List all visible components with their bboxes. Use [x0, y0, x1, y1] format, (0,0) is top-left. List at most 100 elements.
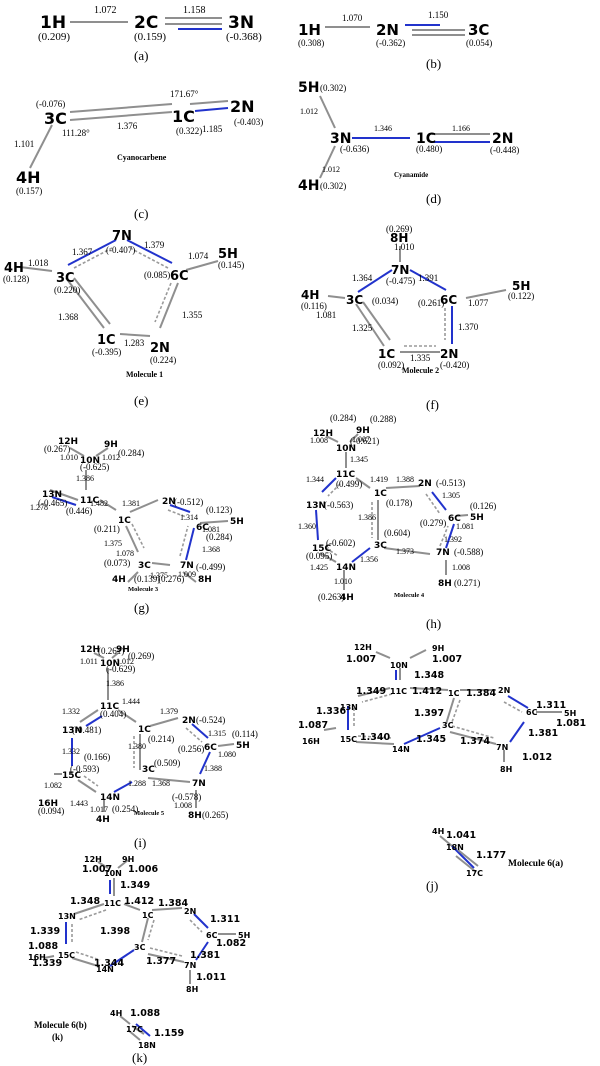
atom-17C: 17C — [466, 869, 483, 878]
charge-8H: (0.276) — [158, 574, 184, 584]
charge-4H: (0.254) — [112, 804, 138, 814]
atom-5H: 5H — [512, 279, 530, 293]
atom-5H: 5H — [564, 709, 576, 718]
bond-length-label: 1.391 — [418, 273, 438, 283]
bond-length-label: 1.332 — [62, 707, 80, 716]
bond-length-label: 1.368 — [152, 779, 170, 788]
atom-1C: 1C — [378, 347, 395, 361]
atom-9H: 9H — [122, 855, 134, 864]
bond-length-label: 1.388 — [396, 475, 414, 484]
bond-length-label: 1.346 — [374, 124, 392, 133]
charge-2C: (0.159) — [134, 31, 166, 43]
atom-4H: 4H — [340, 593, 354, 603]
atom-4H: 4H — [16, 168, 41, 187]
atom-8H: 8H — [188, 811, 202, 821]
charge-3C: (-0.076) — [36, 99, 65, 109]
atom-11C: 11C — [104, 899, 121, 908]
atom-14N: 14N — [100, 793, 120, 803]
atom-12H: 12H — [313, 429, 333, 439]
panel-caption: (g) — [134, 600, 149, 615]
bond-length-label: 1.082 — [44, 781, 62, 790]
charge-11C: (0.499) — [336, 479, 362, 489]
atom-6C: 6C — [170, 269, 189, 284]
atom-16H: 16H — [302, 737, 320, 746]
atom-3N: 3N — [228, 13, 254, 33]
charge-1H: (0.209) — [38, 31, 70, 43]
bond-length-label: 1.012 — [300, 107, 318, 116]
atom-13N: 13N — [62, 726, 82, 736]
atom-3N: 3N — [330, 131, 351, 147]
bond-length-label: 1.007 — [346, 654, 376, 665]
atom-9H: 9H — [432, 644, 444, 653]
charge-2N: (0.224) — [150, 355, 176, 365]
bond-length-label: 1.018 — [28, 258, 49, 268]
atom-7N: 7N — [391, 263, 409, 277]
atom-1C: 1C — [97, 333, 116, 348]
charge-14N: (-0.593) — [70, 764, 99, 774]
atom-8H: 8H — [186, 985, 198, 994]
bond-length-label: 1.375 — [104, 539, 122, 548]
atom-3C: 3C — [56, 271, 75, 286]
bond-length-label: 1.377 — [146, 956, 176, 967]
panel-a: 1H 2C 3N (0.209) (0.159) (-0.368) 1.072 … — [38, 5, 262, 63]
bond-length-label: 1.425 — [310, 563, 328, 572]
bond-length-label: 1.444 — [122, 697, 140, 706]
bond-length-label: 1.008 — [310, 436, 328, 445]
charge-7N: (-0.588) — [454, 547, 483, 557]
charge-4H: (0.157) — [16, 186, 42, 196]
bond-length-label: 1.166 — [452, 124, 470, 133]
bond-length-label: 1.012 — [116, 657, 134, 666]
bond-length-label: 1.375 — [150, 571, 168, 580]
charge-6C: (0.085) — [144, 270, 170, 280]
atom-4H: 4H — [112, 575, 126, 585]
atom-18N: 18N — [446, 843, 464, 852]
charge-2N: (-0.512) — [174, 497, 203, 507]
bond-length-label: 1.380 — [128, 742, 146, 751]
charge-8H: (0.271) — [454, 578, 480, 588]
atom-15C: 15C — [312, 544, 332, 554]
charge-3N: (-0.368) — [226, 31, 262, 43]
bond-length-label: 1.336 — [316, 706, 346, 717]
bond-length-label: 1.412 — [124, 896, 154, 907]
bond-length-label: 1.364 — [352, 273, 373, 283]
bond-length-label: 1.305 — [442, 491, 460, 500]
charge-2N: (-0.362) — [376, 38, 405, 48]
bond-length-label: 1.384 — [158, 898, 188, 909]
charge-5H: (0.123) — [206, 505, 232, 515]
atom-7N: 7N — [184, 961, 196, 970]
charge-5H: (0.302) — [320, 83, 346, 93]
atom-11C: 11C — [80, 496, 100, 506]
atom-6C: 6C — [206, 931, 218, 940]
atom-2C: 2C — [134, 13, 158, 33]
bond-length-label: 1.011 — [80, 657, 98, 666]
molecule-name: Cyanocarbene — [117, 153, 167, 162]
bond-length-label: 1.010 — [334, 577, 352, 586]
atom-1H: 1H — [298, 21, 321, 39]
molecule-name: Molecule 1 — [126, 370, 163, 379]
charge-8H: (0.265) — [202, 810, 228, 820]
molecule-name-tag: (k) — [52, 1032, 63, 1042]
panel-e: 7N 4H 3C 6C 5H 1C 2N (-0.407) (0.128) (0… — [3, 229, 244, 408]
atom-9H: 9H — [116, 645, 130, 655]
bond-length-label: 1.078 — [116, 549, 134, 558]
bond-length-label: 1.008 — [452, 563, 470, 572]
charge-1C: (-0.395) — [92, 347, 121, 357]
atom-4H: 4H — [432, 827, 444, 836]
bond-length-label: 1.386 — [76, 474, 94, 483]
bond-length-label: 1.081 — [556, 718, 586, 729]
bond-length-label: 1.074 — [188, 251, 209, 261]
bond-length-label: 1.368 — [202, 545, 220, 554]
charge-12H: (0.261) — [98, 646, 124, 656]
atom-3C: 3C — [134, 943, 146, 952]
bond-length-label: 1.335 — [410, 353, 431, 363]
bond-length-label: 1.283 — [124, 338, 145, 348]
atom-3C: 3C — [468, 21, 489, 39]
bond-length-label: 1.379 — [160, 707, 178, 716]
atom-10N: 10N — [390, 661, 408, 670]
atom-2N: 2N — [230, 97, 255, 116]
charge-7N: (-0.578) — [172, 792, 201, 802]
atom-11C: 11C — [336, 470, 356, 480]
molecule-name: Molecule 6(a) — [508, 858, 563, 869]
atom-2N: 2N — [376, 21, 399, 39]
bond-length-label: 1.087 — [298, 720, 328, 731]
